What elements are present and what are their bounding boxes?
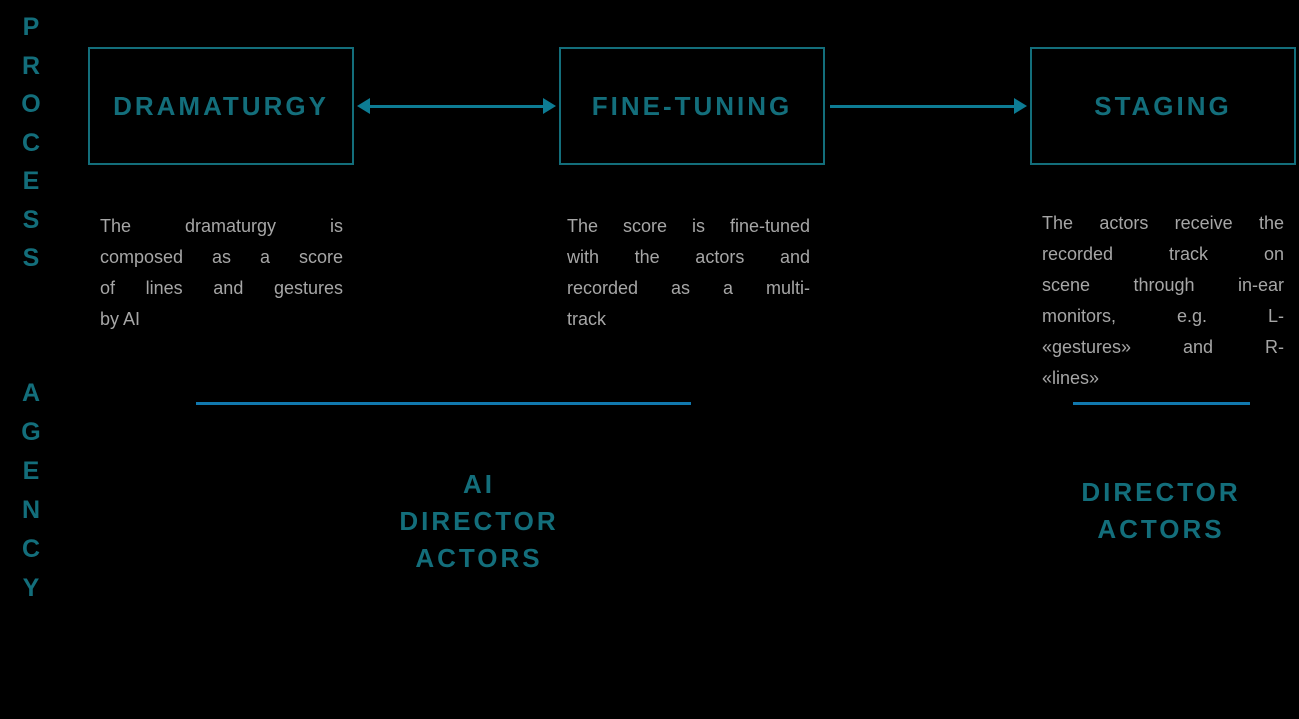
description-line: composed as a score: [100, 247, 343, 267]
agency-role-label: ACTORS: [1097, 514, 1225, 544]
step-box-dramaturgy: DRAMATURGY: [88, 47, 354, 165]
process-axis-label: P R O C E S S: [21, 13, 41, 272]
agency-axis-label: A G E N C Y: [21, 379, 41, 602]
description-line: recorded as a multi-: [567, 278, 810, 298]
step-box-fine-tuning: FINE-TUNING: [559, 47, 825, 165]
agency-divider-right: [1073, 402, 1250, 405]
description-line: The actors receive the: [1042, 213, 1284, 233]
arrowhead-left-icon: [357, 98, 370, 114]
step-description-fine-tuning: The score is fine-tuned with the actors …: [567, 211, 810, 335]
description-line: scene through in-ear: [1042, 275, 1284, 295]
agency-group-right: DIRECTOR ACTORS: [1021, 474, 1299, 548]
agency-divider-left: [196, 402, 691, 405]
step-description-staging: The actors receive the recorded track on…: [1042, 208, 1284, 394]
connector-forward-arrow: [830, 97, 1027, 115]
step-title-fine-tuning: FINE-TUNING: [591, 90, 793, 121]
arrow-shaft: [830, 104, 1017, 108]
description-line: by AI: [100, 309, 141, 329]
step-title-dramaturgy: DRAMATURGY: [113, 90, 329, 121]
description-line: The dramaturgy is: [100, 216, 343, 236]
description-line: of lines and gestures: [100, 278, 343, 298]
agency-role-label: DIRECTOR: [399, 506, 559, 536]
description-line: «lines»: [1042, 368, 1100, 388]
agency-role-label: AI: [463, 469, 495, 499]
description-line: track: [567, 309, 607, 329]
arrow-shaft: [367, 104, 546, 108]
connector-bidirectional-arrow: [357, 97, 556, 115]
step-box-staging: STAGING: [1030, 47, 1296, 165]
step-description-dramaturgy: The dramaturgy is composed as a score of…: [100, 211, 343, 335]
agency-role-label: ACTORS: [415, 543, 543, 573]
description-line: recorded track on: [1042, 244, 1284, 264]
description-line: monitors, e.g. L-: [1042, 306, 1284, 326]
step-title-staging: STAGING: [1094, 90, 1232, 121]
description-line: The score is fine-tuned: [567, 216, 810, 236]
description-line: with the actors and: [567, 247, 810, 267]
agency-group-left: AI DIRECTOR ACTORS: [339, 466, 619, 577]
arrowhead-right-icon: [543, 98, 556, 114]
agency-role-label: DIRECTOR: [1081, 477, 1241, 507]
arrowhead-right-icon: [1014, 98, 1027, 114]
description-line: «gestures» and R-: [1042, 337, 1284, 357]
